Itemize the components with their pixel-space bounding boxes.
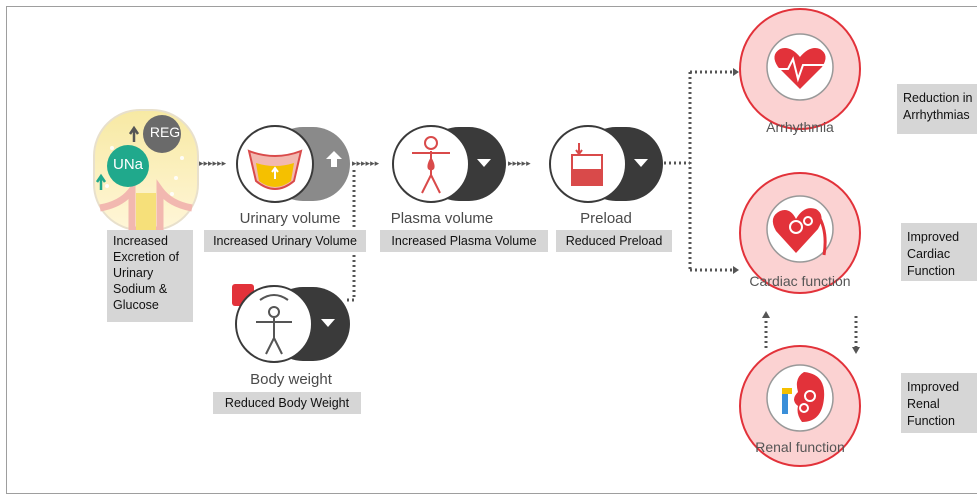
plasma-caption: Increased Plasma Volume	[380, 230, 548, 252]
arrow-cardiac-renal	[764, 316, 858, 350]
renal-caption: Improved Renal Function	[901, 373, 977, 433]
heart-gear-icon	[772, 208, 822, 253]
plasma-title: Plasma volume	[390, 210, 494, 227]
arrow-source-to-urinary: ▸▸▸▸▸▸	[199, 159, 227, 169]
plasma-stage	[392, 125, 508, 203]
arrhythmia-title: Arrhythmia	[766, 119, 834, 135]
arrow-urinary-to-plasma: ▸▸▸▸▸▸	[352, 159, 380, 169]
up-arrow-icon	[326, 151, 342, 167]
down-arrow-icon	[477, 159, 491, 167]
cardiac-caption: Improved Cardiac Function	[901, 223, 977, 281]
preload-caption: Reduced Preload	[556, 230, 672, 252]
body-weight-caption: Reduced Body Weight	[213, 392, 361, 414]
arrow-preload-to-outcomes	[664, 70, 732, 272]
arrow-plasma-to-preload: ▸▸▸▸▸	[508, 159, 531, 169]
heart-icon	[774, 48, 826, 89]
kidney-icon	[794, 372, 825, 422]
svg-text:▸▸▸▸▸▸: ▸▸▸▸▸▸	[352, 159, 380, 169]
body-weight-stage	[232, 284, 352, 364]
diagram-frame	[6, 6, 977, 494]
source-caption: Increased Excretion of Urinary Sodium & …	[107, 230, 193, 322]
down-arrow-icon	[634, 159, 648, 167]
reg-label: REG	[149, 124, 181, 140]
source-cell	[93, 109, 199, 232]
renal-title: Renal function	[755, 439, 845, 455]
urinary-caption: Increased Urinary Volume	[204, 230, 366, 252]
arrhythmia-circle	[738, 7, 862, 131]
svg-text:▸▸▸▸▸▸: ▸▸▸▸▸▸	[199, 159, 227, 169]
renal-circle	[738, 344, 862, 468]
svg-text:▸▸▸▸▸: ▸▸▸▸▸	[508, 159, 531, 169]
down-arrow-icon	[321, 319, 335, 327]
arrhythmia-caption: Reduction in Arrhythmias	[897, 84, 977, 134]
preload-stage	[549, 125, 665, 203]
preload-title: Preload	[580, 210, 632, 227]
cardiac-circle	[738, 171, 862, 295]
urinary-stage	[236, 125, 352, 203]
una-label: UNa	[112, 156, 143, 173]
urinary-title: Urinary volume	[239, 210, 341, 227]
cardiac-title: Cardiac function	[749, 273, 851, 289]
body-weight-title: Body weight	[250, 371, 332, 388]
